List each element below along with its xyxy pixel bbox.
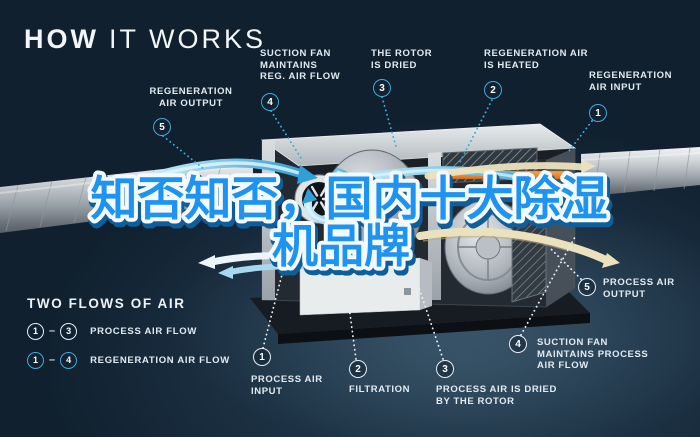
- badge-process-1: 1: [253, 348, 271, 366]
- badge-regeneration-1: 1: [589, 104, 607, 122]
- legend-regeneration-label: REGENERATION AIR FLOW: [90, 354, 230, 366]
- badge-regeneration-2: 2: [484, 81, 502, 99]
- legend-regeneration-to-badge: 4: [60, 351, 78, 369]
- rotor-disc: [444, 199, 532, 295]
- lower-cabinet: [299, 257, 432, 316]
- airflow-arrows: [147, 158, 620, 279]
- leader-lines-process: [262, 236, 582, 360]
- badge-regeneration-3: 3: [373, 79, 391, 97]
- right-duct: [580, 147, 700, 197]
- leader-lines-regeneration: [162, 96, 593, 171]
- label-regeneration-air-input: REGENERATION AIR INPUT: [589, 70, 673, 93]
- label-rotor-is-dried: THE ROTOR IS DRIED: [371, 48, 433, 71]
- label-regeneration-air-output: REGENERATION AIR OUTPUT: [149, 86, 233, 109]
- badge-process-5: 5: [578, 278, 596, 296]
- page-title-bold: HOW: [24, 24, 99, 54]
- legend-dash: –: [49, 325, 56, 337]
- badge-process-3: 3: [436, 360, 454, 378]
- label-filtration: FILTRATION: [349, 384, 411, 395]
- legend-regeneration-from-badge: 1: [27, 351, 44, 369]
- label-process-air-input: PROCESS AIR INPUT: [251, 374, 323, 397]
- legend-process-to-badge: 3: [60, 322, 78, 340]
- legend-process-label: PROCESS AIR FLOW: [90, 325, 198, 337]
- legend-row-process: 1 – 3 PROCESS AIR FLOW: [27, 322, 230, 340]
- legend-title: TWO FLOWS OF AIR: [27, 296, 186, 311]
- badge-regeneration-4: 4: [261, 93, 279, 111]
- badge-process-4: 4: [509, 335, 527, 353]
- label-process-air-output: PROCESS AIR OUTPUT: [603, 277, 675, 300]
- legend-two-flows: TWO FLOWS OF AIR 1 – 3 PROCESS AIR FLOW …: [27, 296, 230, 369]
- left-duct: [0, 159, 254, 233]
- legend-row-regeneration: 1 – 4 REGENERATION AIR FLOW: [27, 351, 230, 369]
- badge-process-2: 2: [349, 360, 367, 378]
- badge-regeneration-5: 5: [153, 118, 171, 136]
- label-suction-fan-process: SUCTION FAN MAINTAINS PROCESS AIR FLOW: [537, 337, 649, 371]
- page-title-light: IT WORKS: [108, 24, 266, 54]
- legend-process-from-badge: 1: [27, 322, 44, 340]
- legend-dash: –: [49, 354, 56, 366]
- label-suction-fan-reg: SUCTION FAN MAINTAINS REG. AIR FLOW: [260, 48, 341, 82]
- label-process-air-dried: PROCESS AIR IS DRIED BY THE ROTOR: [436, 384, 557, 407]
- label-regeneration-air-heated: REGENERATION AIR IS HEATED: [484, 48, 589, 71]
- page-title: HOW IT WORKS: [24, 24, 266, 55]
- side-mesh-panel: [511, 197, 547, 303]
